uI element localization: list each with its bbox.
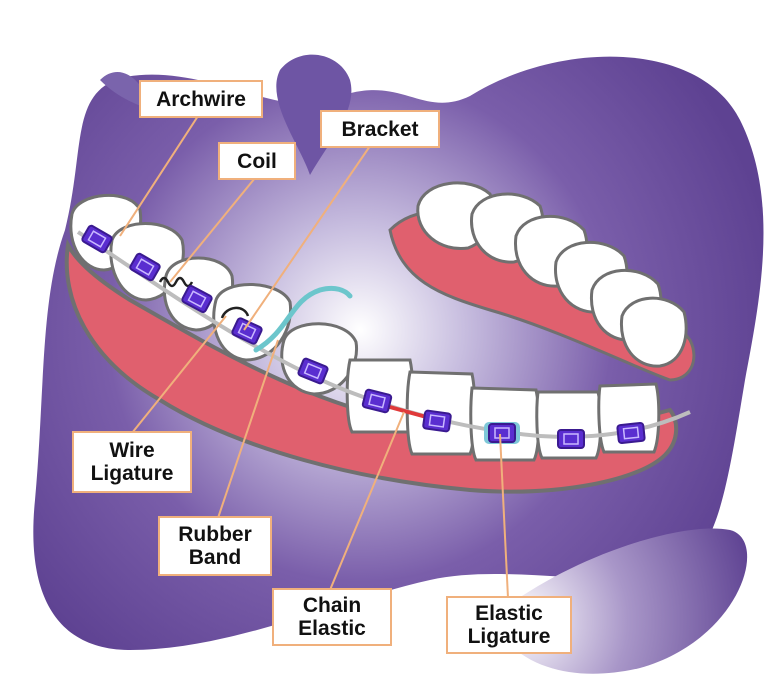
bracket — [488, 423, 516, 443]
label-chain-elastic: Chain Elastic — [272, 588, 392, 646]
bracket — [231, 317, 263, 345]
bracket — [297, 357, 329, 385]
label-archwire-text: Archwire — [156, 87, 246, 111]
label-elastic-ligature: Elastic Ligature — [446, 596, 572, 654]
label-bracket: Bracket — [320, 110, 440, 148]
background-drop-left — [100, 71, 150, 110]
label-elastic-ligature-line1: Elastic — [475, 602, 543, 625]
leader-chain-elastic — [329, 411, 405, 591]
background-blob — [33, 56, 764, 651]
leader-elastic-ligature — [499, 433, 509, 599]
leader-archwire — [119, 115, 199, 237]
label-rubber-band-line2: Band — [188, 546, 242, 569]
label-coil-text: Coil — [237, 149, 277, 173]
bracket — [181, 285, 213, 313]
chain-elastic — [385, 404, 431, 420]
label-archwire: Archwire — [139, 80, 263, 118]
label-elastic-ligature-line2: Ligature — [467, 625, 551, 648]
label-wire-ligature-line1: Wire — [109, 439, 155, 462]
label-rubber-band: Rubber Band — [158, 516, 272, 576]
leader-bracket — [243, 145, 371, 331]
rubber-band — [253, 285, 353, 353]
leader-rubber-band — [217, 339, 279, 519]
leader-coil — [169, 177, 256, 283]
leader-lines — [119, 115, 509, 599]
lower-arch — [388, 181, 696, 382]
bracket — [557, 429, 585, 449]
label-wire-ligature-line2: Ligature — [90, 462, 174, 485]
label-coil: Coil — [218, 142, 296, 180]
bracket — [422, 409, 452, 433]
label-chain-elastic-line1: Chain — [302, 594, 362, 617]
leader-wire-ligature — [131, 315, 227, 434]
coil-spring — [158, 276, 194, 288]
label-rubber-band-line1: Rubber — [178, 523, 252, 546]
bracket — [361, 388, 393, 414]
upper-gum — [64, 238, 679, 494]
background-drop-top — [276, 54, 352, 175]
bracket — [81, 224, 113, 254]
bracket — [616, 421, 646, 445]
label-bracket-text: Bracket — [341, 117, 419, 141]
lower-tooth — [619, 296, 688, 368]
bracket — [129, 252, 161, 282]
label-wire-ligature: Wire Ligature — [72, 431, 192, 493]
label-chain-elastic-line2: Elastic — [298, 617, 366, 640]
wire-ligature — [220, 306, 250, 319]
upper-arch — [64, 194, 691, 494]
